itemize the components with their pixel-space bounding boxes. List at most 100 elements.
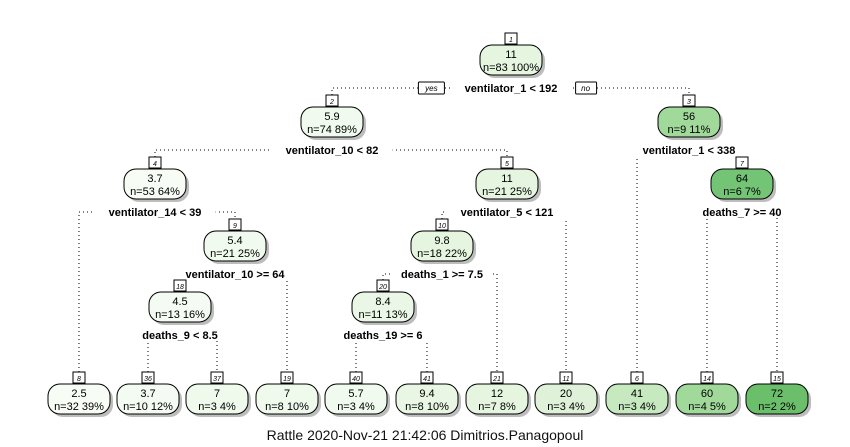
split-label-bg <box>132 328 228 341</box>
node-stats: n=18 22% <box>417 248 467 260</box>
split-label: deaths_7 >= 40 <box>703 207 782 219</box>
node-value: 7 <box>214 388 220 400</box>
node-id: 40 <box>352 376 360 383</box>
node-id: 5 <box>505 161 509 168</box>
split-label-bg <box>171 267 299 280</box>
node-id-box <box>700 371 714 384</box>
node-id: 41 <box>423 376 431 383</box>
node-stats: n=8 10% <box>265 401 309 413</box>
node-box <box>675 383 739 415</box>
split-label-bg <box>391 267 493 280</box>
node-box <box>410 230 474 262</box>
split-label: deaths_19 >= 6 <box>344 330 423 342</box>
node-stats: n=3 4% <box>618 401 656 413</box>
node-box <box>255 383 319 415</box>
node-id-box <box>210 371 224 384</box>
node-id: 11 <box>562 376 569 383</box>
node-stats: n=21 25% <box>482 186 532 198</box>
split-label: ventilator_10 >= 64 <box>185 269 285 281</box>
node-id: 3 <box>687 99 691 106</box>
node-box <box>148 291 212 323</box>
node-id-box <box>500 156 514 169</box>
split-label-bg <box>335 328 431 341</box>
split-label: ventilator_5 < 121 <box>461 207 554 219</box>
node-id-box <box>504 32 518 45</box>
yes-label: yes <box>424 84 437 93</box>
node-stats: n=32 39% <box>54 401 104 413</box>
node-stats: n=3 4% <box>337 401 375 413</box>
node-stats: n=9 11% <box>668 124 711 136</box>
node-box <box>116 383 180 415</box>
node-stats: n=74 89% <box>307 124 357 136</box>
node-id: 8 <box>77 376 81 383</box>
node-box <box>351 291 415 323</box>
split-edge <box>147 334 218 372</box>
node-id-box <box>72 371 86 384</box>
node-box <box>47 383 111 415</box>
node-value: 2.5 <box>71 388 86 400</box>
split-label: deaths_1 >= 7.5 <box>401 269 483 281</box>
node-value: 12 <box>491 388 503 400</box>
no-label-box <box>575 81 598 95</box>
node-id: 15 <box>773 376 781 383</box>
node-id-box <box>420 371 434 384</box>
split-label: ventilator_10 < 82 <box>286 145 379 157</box>
node-value: 5.7 <box>348 388 363 400</box>
node-id: 7 <box>740 161 745 168</box>
node-id: 19 <box>283 376 291 383</box>
split-edge <box>706 211 778 372</box>
node-id-box <box>682 94 696 107</box>
node-id-box <box>490 371 504 384</box>
node-value: 72 <box>771 388 783 400</box>
footer-caption: Rattle 2020-Nov-21 21:42:06 Dimitrios.Pa… <box>266 427 584 443</box>
node-value: 9.4 <box>419 388 434 400</box>
node-box <box>657 106 721 138</box>
node-id-box <box>148 156 162 169</box>
node-value: 4.5 <box>172 296 187 308</box>
node-box <box>324 383 388 415</box>
node-stats: n=4 5% <box>688 401 726 413</box>
node-value: 11 <box>505 49 516 61</box>
node-stats: n=7 8% <box>478 401 516 413</box>
node-stats: n=3 4% <box>547 401 585 413</box>
node-id-box <box>280 371 294 384</box>
node-id-box <box>376 279 390 292</box>
node-value: 7 <box>284 388 290 400</box>
node-box <box>710 168 774 200</box>
node-id: 36 <box>144 376 152 383</box>
yes-label-box <box>417 81 445 95</box>
node-stats: n=53 64% <box>130 186 180 198</box>
node-box <box>479 44 543 76</box>
node-id: 21 <box>492 376 501 383</box>
node-id-box <box>141 371 155 384</box>
node-box <box>534 383 598 415</box>
node-id: 20 <box>378 284 387 291</box>
node-box <box>300 106 364 138</box>
split-label-bg <box>450 81 572 94</box>
node-value: 64 <box>736 173 748 185</box>
node-value: 8.4 <box>375 296 390 308</box>
node-id-box <box>735 156 749 169</box>
node-id: 37 <box>213 376 222 383</box>
node-id: 1 <box>509 37 513 44</box>
node-id: 4 <box>153 161 157 168</box>
node-id-box <box>349 371 363 384</box>
no-label: no <box>581 84 590 93</box>
node-box <box>475 168 539 200</box>
node-id-box <box>435 218 449 231</box>
node-stats: n=13 16% <box>155 309 205 321</box>
node-id: 6 <box>635 376 639 383</box>
node-id-box <box>173 279 187 292</box>
node-id: 14 <box>703 376 711 383</box>
node-box <box>605 383 669 415</box>
node-stats: n=2 2% <box>758 401 796 413</box>
split-label-bg <box>271 143 393 156</box>
node-id-box <box>630 371 644 384</box>
split-label-bg <box>446 205 568 218</box>
node-stats: n=3 4% <box>198 401 236 413</box>
node-id: 10 <box>438 223 446 230</box>
node-id: 9 <box>233 223 237 230</box>
node-stats: n=11 13% <box>358 309 407 321</box>
node-stats: n=6 7% <box>723 186 761 198</box>
